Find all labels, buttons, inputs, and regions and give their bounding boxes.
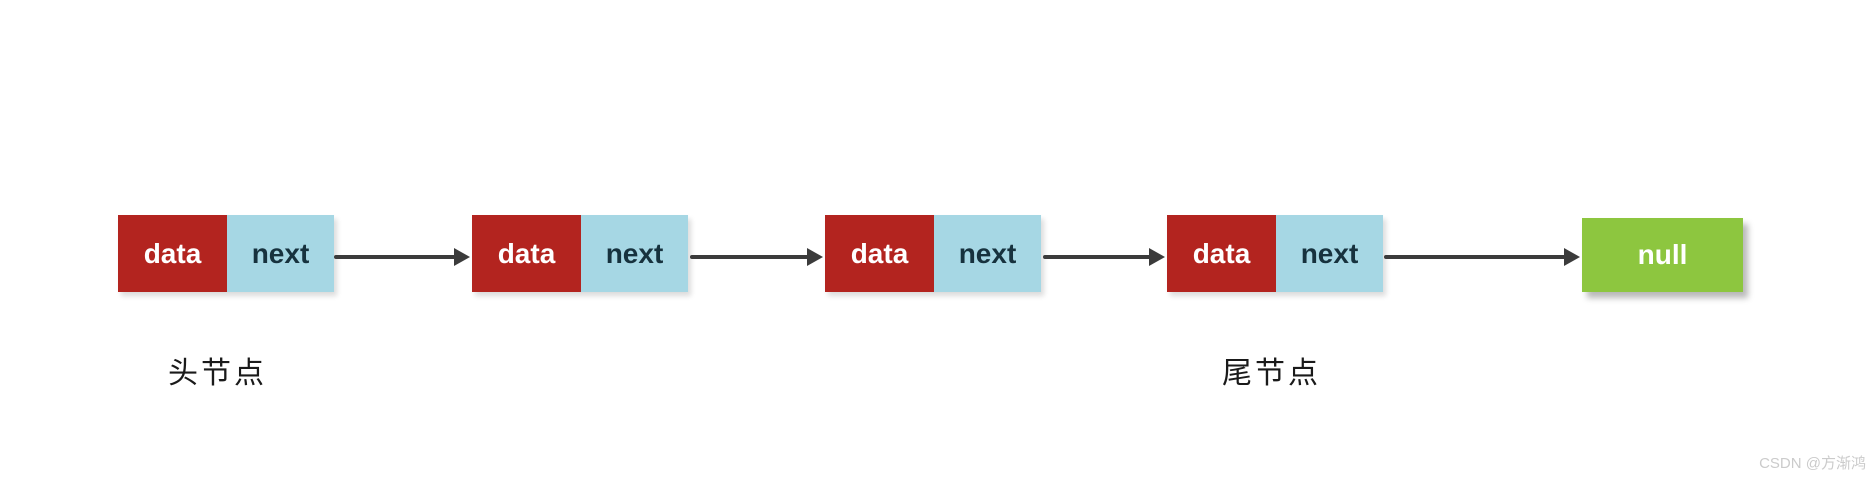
arrow-shaft (1043, 255, 1153, 259)
data-cell: data (825, 215, 934, 292)
next-cell: next (227, 215, 334, 292)
arrow-shaft (1384, 255, 1568, 259)
next-pointer-arrow-4 (1384, 248, 1580, 266)
arrow-head-icon (454, 248, 470, 266)
next-cell: next (934, 215, 1041, 292)
arrow-head-icon (807, 248, 823, 266)
null-box: null (1582, 218, 1743, 292)
arrow-shaft (690, 255, 811, 259)
arrow-head-icon (1149, 248, 1165, 266)
list-node-4: data next (1167, 215, 1383, 292)
list-node-1: data next (118, 215, 334, 292)
tail-node-label: 尾节点 (1222, 357, 1321, 390)
next-cell: next (1276, 215, 1383, 292)
arrow-head-icon (1564, 248, 1580, 266)
data-cell: data (118, 215, 227, 292)
arrow-shaft (334, 255, 458, 259)
next-pointer-arrow-2 (690, 248, 823, 266)
data-cell: data (472, 215, 581, 292)
next-pointer-arrow-1 (334, 248, 470, 266)
list-node-2: data next (472, 215, 688, 292)
next-cell: next (581, 215, 688, 292)
data-cell: data (1167, 215, 1276, 292)
head-node-label: 头节点 (168, 357, 267, 390)
list-node-3: data next (825, 215, 1041, 292)
next-pointer-arrow-3 (1043, 248, 1165, 266)
watermark: CSDN @方渐鸿 (1759, 455, 1866, 472)
